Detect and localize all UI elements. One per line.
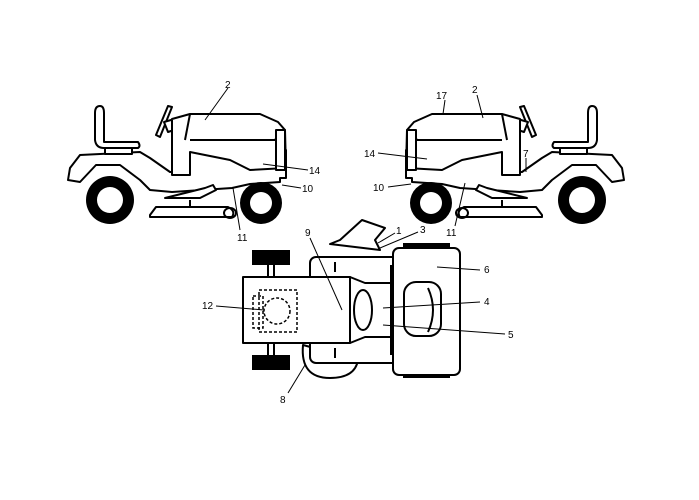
callout-5: 5: [508, 330, 514, 341]
callout-10: 10: [373, 183, 385, 194]
callout-1: 1: [396, 226, 402, 237]
tractor-top-view: 1 3 9 6 4 5 12 8: [202, 219, 514, 406]
callout-2: 2: [472, 85, 478, 96]
callout-2: 2: [225, 80, 231, 91]
callout-12: 12: [202, 301, 214, 312]
callout-7: 7: [523, 149, 529, 160]
callout-14: 14: [364, 149, 376, 160]
callout-10: 10: [302, 184, 314, 195]
callout-11: 11: [237, 233, 248, 244]
callout-9: 9: [305, 228, 311, 239]
callout-14: 14: [309, 166, 321, 177]
callout-17: 17: [436, 91, 448, 102]
callout-4: 4: [484, 297, 490, 308]
callout-3: 3: [420, 225, 426, 236]
callout-6: 6: [484, 265, 490, 276]
callout-11: 11: [446, 228, 457, 239]
tractor-side-view-left: 2 14 10 11: [67, 80, 321, 244]
tractor-side-view-right: 17 2 14 10 7 11: [364, 85, 625, 239]
callout-8: 8: [280, 395, 286, 406]
